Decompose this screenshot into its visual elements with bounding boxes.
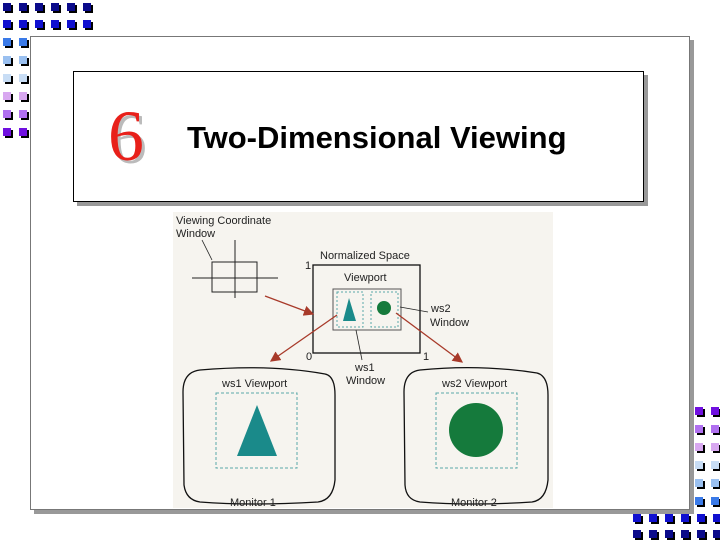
monitor-1 [182,367,336,505]
large-circle [449,403,503,457]
decor-square [711,407,719,415]
label-ws1: ws1 [354,362,375,374]
decor-square [649,530,657,538]
decor-square [711,425,719,433]
decor-square [681,514,689,522]
decor-square [697,514,705,522]
decor-square [697,530,705,538]
decor-square [711,479,719,487]
decor-square [51,20,59,28]
tick-label: 0 [306,351,312,363]
decor-square [665,514,673,522]
mapping-arrows [264,295,464,363]
decor-square [19,92,27,100]
decor-square [3,38,11,46]
decor-square [83,20,91,28]
decor-square [35,20,43,28]
tick-label: 1 [423,351,429,363]
label-ws1-viewport: ws1 Viewport [221,378,287,390]
label-ws2: ws2 [430,303,451,315]
decor-square [695,425,703,433]
viewport-box [332,288,402,331]
decor-square [713,530,720,538]
figure-background [173,212,553,508]
decor-square [711,443,719,451]
decor-square [19,38,27,46]
decor-square [35,3,43,11]
decor-square [3,110,11,118]
decor-square [3,74,11,82]
decor-square [695,479,703,487]
decor-square [649,514,657,522]
decor-square [51,3,59,11]
decor-square [3,92,11,100]
decor-square [19,20,27,28]
decor-square [3,3,11,11]
decor-square [695,407,703,415]
label-normalized-space: Normalized Space [320,250,410,262]
label-ws2-viewport: ws2 Viewport [441,378,507,390]
tick-label: 1 [305,260,311,272]
large-triangle [237,405,277,456]
label-ws1-window: Window [346,375,385,387]
label-viewing-coordinate: Viewing Coordinate [176,215,271,227]
slide-title: Two-Dimensional Viewing [187,120,567,155]
decor-square [19,56,27,64]
decor-square [681,530,689,538]
decor-square [665,530,673,538]
decor-square [713,514,720,522]
viewing-coordinate-window [192,240,278,298]
decor-square [3,56,11,64]
label-viewport: Viewport [344,272,387,284]
decor-square [19,128,27,136]
decor-square [67,3,75,11]
decor-square [695,461,703,469]
decor-square [3,128,11,136]
decor-square [711,461,719,469]
decor-square [695,443,703,451]
monitor-2 [403,366,549,505]
decor-square [83,3,91,11]
decor-square [19,3,27,11]
chapter-number: 6 [108,96,144,176]
decor-square [633,530,641,538]
title-box [73,71,644,202]
decor-square [695,497,703,505]
label-window: Window [176,228,215,240]
decor-square [19,74,27,82]
label-monitor-1: Monitor 1 [230,497,276,509]
decor-square [67,20,75,28]
small-triangle [343,298,356,321]
small-circle [377,301,391,315]
label-monitor-2: Monitor 2 [451,497,497,509]
label-ws2-window: Window [430,317,469,329]
decor-square [711,497,719,505]
decor-square [19,110,27,118]
decor-square [3,20,11,28]
decor-square [633,514,641,522]
